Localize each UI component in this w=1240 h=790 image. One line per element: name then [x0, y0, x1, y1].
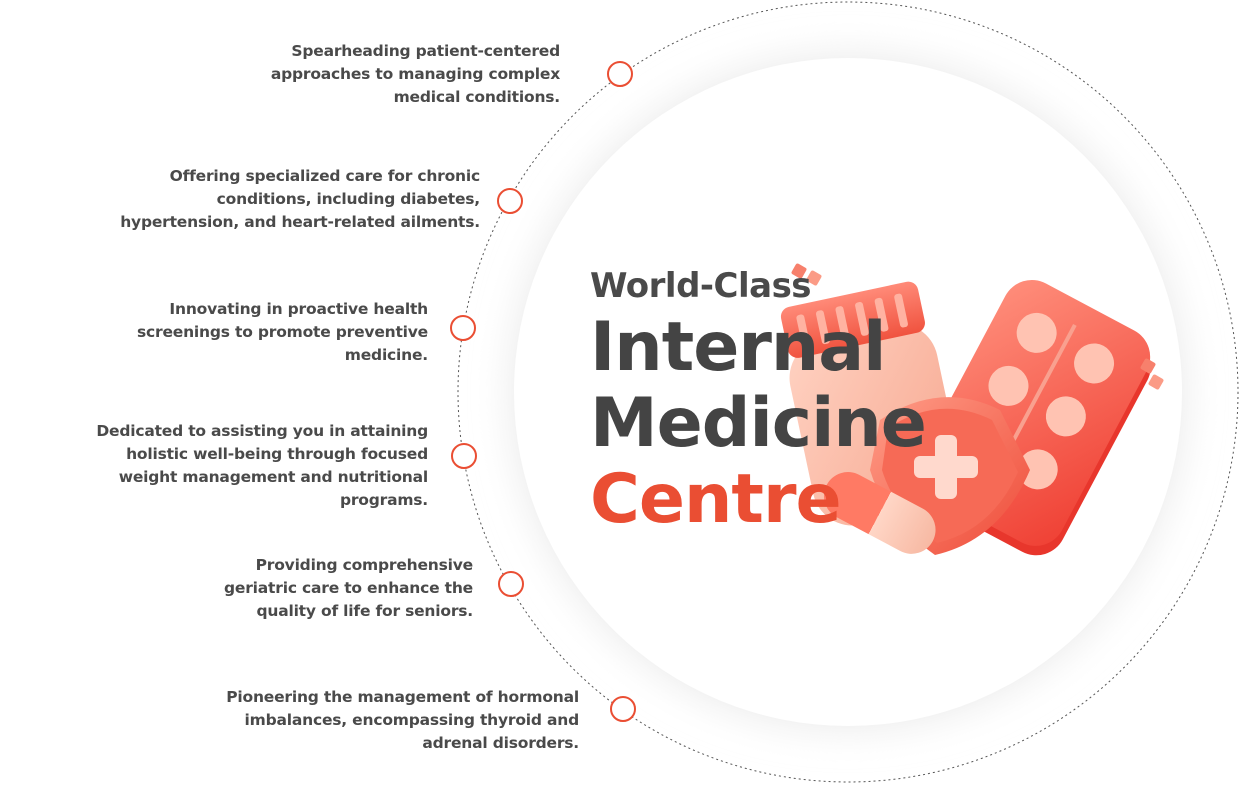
heading-subtitle: World-Class [590, 266, 812, 306]
dotted-ring [457, 1, 1239, 783]
feature-item: Dedicated to assisting you in attaining … [96, 422, 428, 509]
circle-marker-icon [607, 61, 633, 87]
medicine-illustration-icon [780, 263, 1164, 556]
circle-marker-icon [451, 443, 477, 469]
feature-item: Spearheading patient-centered approaches… [270, 42, 560, 106]
heading-line-internal: Internal [590, 308, 886, 387]
circle-marker-icon [497, 188, 523, 214]
feature-item: Providing comprehensive geriatric care t… [224, 556, 473, 620]
circle-marker-icon [610, 696, 636, 722]
feature-item: Innovating in proactive health screening… [137, 300, 428, 364]
feature-item: Offering specialized care for chronic co… [120, 167, 480, 231]
feature-item: Pioneering the management of hormonal im… [226, 688, 579, 752]
heading-line-medicine: Medicine [590, 384, 927, 463]
circle-marker-icon [498, 571, 524, 597]
page-heading: World-Class Internal Medicine Centre [590, 262, 927, 539]
heading-line-centre: Centre [590, 460, 842, 539]
circle-marker-icon [450, 315, 476, 341]
